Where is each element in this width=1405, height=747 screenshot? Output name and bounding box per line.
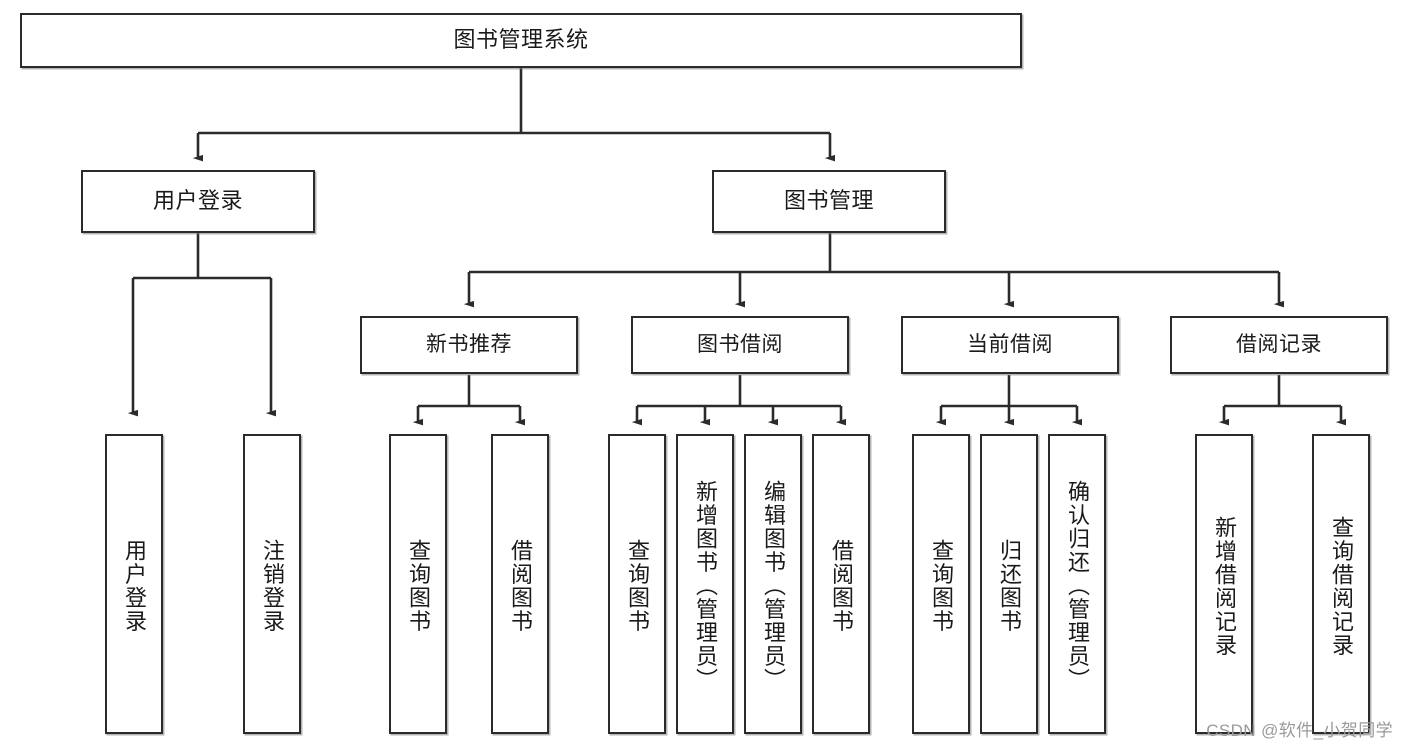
node-user-login-label: 用户登录 [152, 188, 243, 214]
node-leaf-query-book-2[interactable]: 查询图书 [608, 434, 666, 734]
node-leaf-edit-book[interactable]: 编辑图书（管理员） [744, 434, 802, 734]
node-leaf-borrow-book-2[interactable]: 借阅图书 [812, 434, 870, 734]
node-root-label: 图书管理系统 [453, 27, 589, 53]
node-leaf-query-book-3-label: 查询图书 [929, 539, 954, 633]
node-book-borrow-label: 图书借阅 [697, 333, 783, 357]
node-leaf-query-book-2-label: 查询图书 [625, 539, 650, 633]
node-leaf-add-book[interactable]: 新增图书（管理员） [676, 434, 734, 734]
node-leaf-query-record[interactable]: 查询借阅记录 [1312, 434, 1370, 734]
node-leaf-query-book-1-label: 查询图书 [406, 539, 431, 633]
node-borrow-record-label: 借阅记录 [1236, 333, 1322, 357]
node-leaf-confirm-return[interactable]: 确认归还（管理员） [1048, 434, 1106, 734]
node-leaf-borrow-book-1[interactable]: 借阅图书 [491, 434, 549, 734]
node-root[interactable]: 图书管理系统 [20, 13, 1022, 68]
node-leaf-add-record-label: 新增借阅记录 [1212, 515, 1237, 657]
node-leaf-user-login[interactable]: 用户登录 [105, 434, 163, 734]
node-leaf-query-book-3[interactable]: 查询图书 [912, 434, 970, 734]
node-leaf-confirm-return-label: 确认归还（管理员） [1065, 480, 1090, 692]
node-leaf-user-login-label: 用户登录 [122, 539, 147, 633]
node-user-login[interactable]: 用户登录 [81, 170, 315, 233]
node-current-borrow[interactable]: 当前借阅 [901, 316, 1119, 374]
node-book-management-label: 图书管理 [783, 188, 874, 214]
node-leaf-query-record-label: 查询借阅记录 [1329, 515, 1354, 657]
watermark-text: CSDN @软件_小贺同学 [1206, 721, 1393, 740]
node-leaf-return-book-label: 归还图书 [997, 539, 1022, 633]
node-leaf-add-record[interactable]: 新增借阅记录 [1195, 434, 1253, 734]
node-leaf-query-book-1[interactable]: 查询图书 [389, 434, 447, 734]
node-leaf-borrow-book-2-label: 借阅图书 [829, 539, 854, 633]
node-leaf-user-logout[interactable]: 注销登录 [243, 434, 301, 734]
node-leaf-user-logout-label: 注销登录 [260, 539, 285, 633]
node-leaf-return-book[interactable]: 归还图书 [980, 434, 1038, 734]
node-leaf-edit-book-label: 编辑图书（管理员） [761, 480, 786, 692]
node-leaf-borrow-book-1-label: 借阅图书 [508, 539, 533, 633]
node-borrow-record[interactable]: 借阅记录 [1170, 316, 1388, 374]
node-new-book-recommend-label: 新书推荐 [426, 333, 512, 357]
node-book-borrow[interactable]: 图书借阅 [631, 316, 849, 374]
node-new-book-recommend[interactable]: 新书推荐 [360, 316, 578, 374]
node-book-management[interactable]: 图书管理 [712, 170, 946, 233]
node-leaf-add-book-label: 新增图书（管理员） [693, 480, 718, 692]
node-current-borrow-label: 当前借阅 [967, 333, 1053, 357]
